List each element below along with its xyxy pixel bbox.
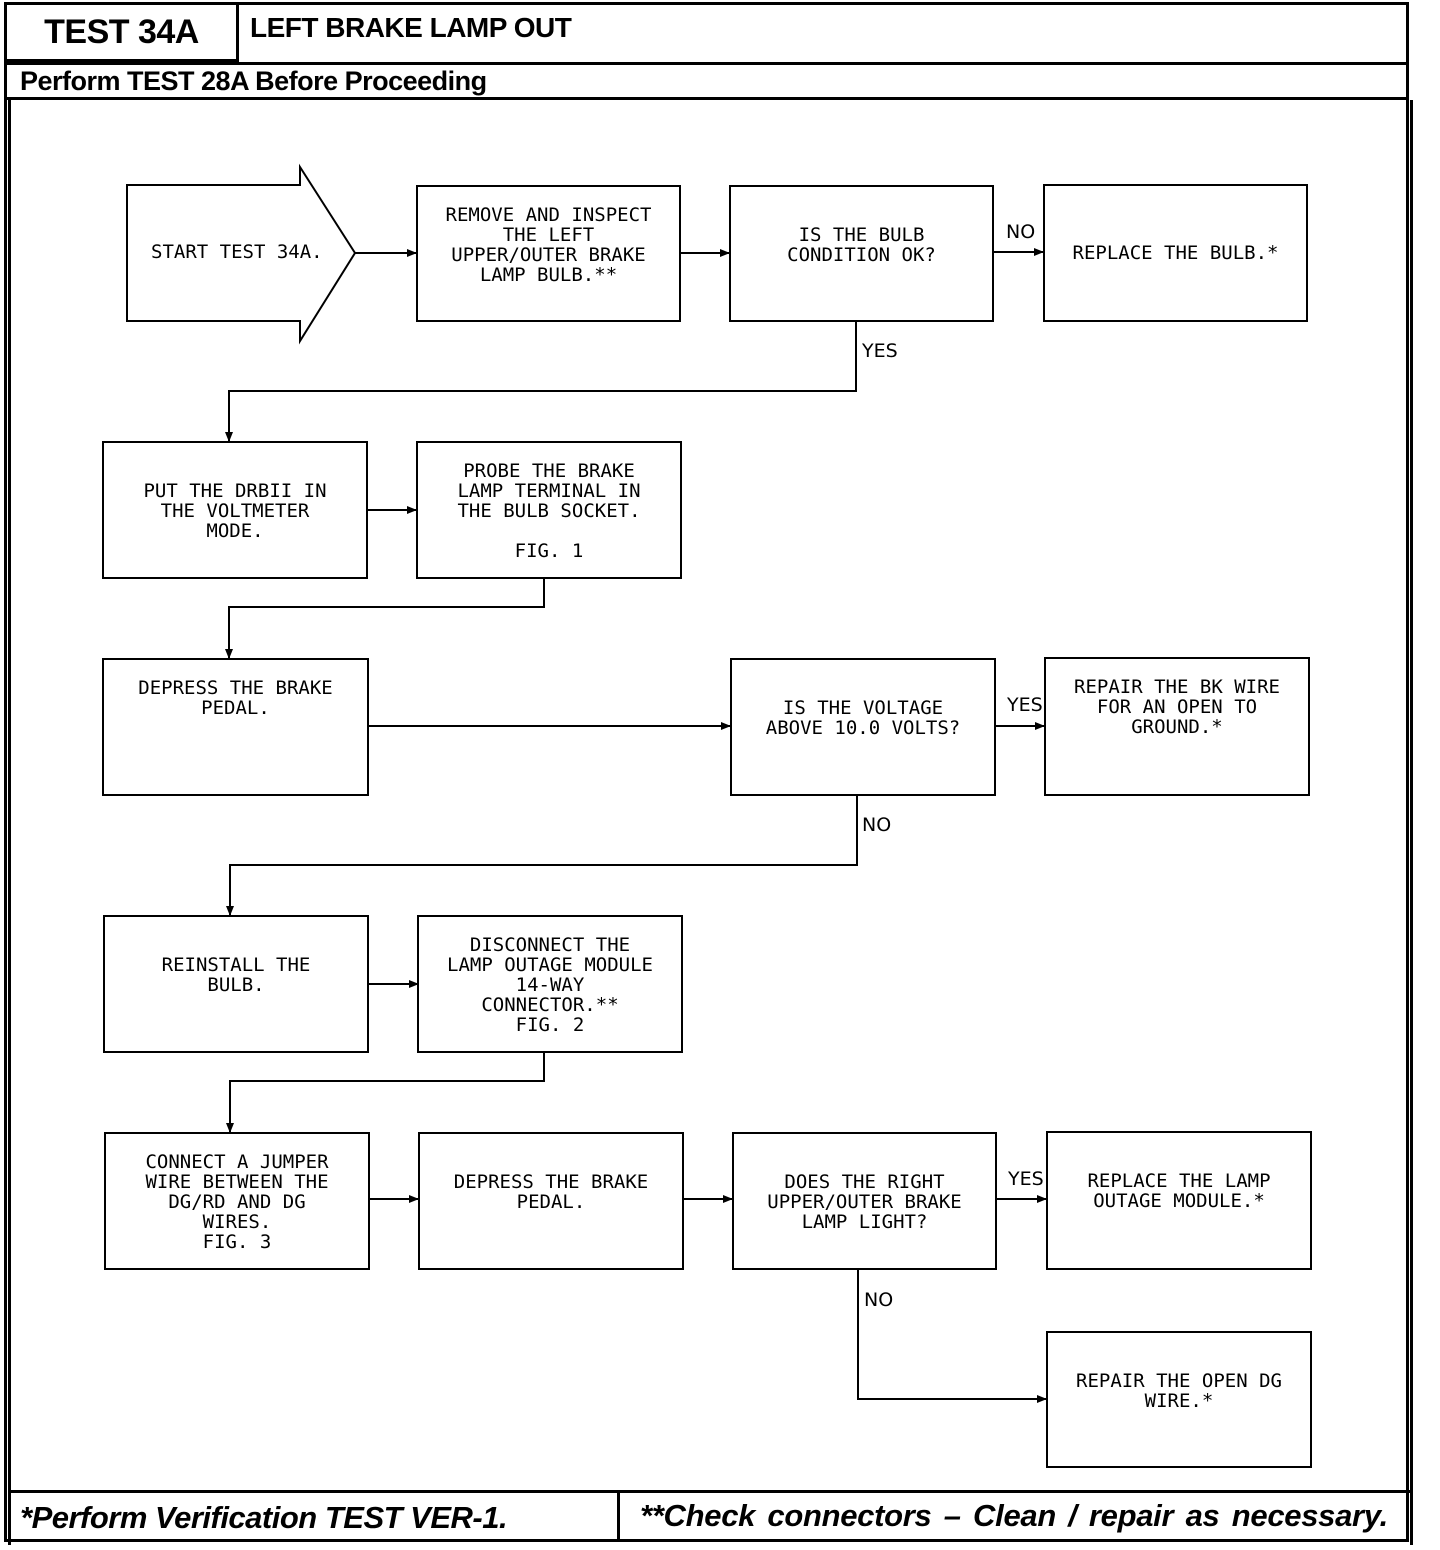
decision-right-lamp: DOES THE RIGHT UPPER/OUTER BRAKE LAMP LI… <box>732 1132 997 1270</box>
step-reinstall-bulb: REINSTALL THE BULB. <box>103 915 369 1053</box>
step-repair-bk-wire: REPAIR THE BK WIRE FOR AN OPEN TO GROUND… <box>1044 657 1310 796</box>
test-id: TEST 34A <box>4 2 239 62</box>
header-divider <box>4 62 1409 65</box>
decision-voltage: IS THE VOLTAGE ABOVE 10.0 VOLTS? <box>730 658 996 796</box>
start-arrow-shape <box>126 163 357 345</box>
branch-label-no: NO <box>864 1289 894 1311</box>
connector-note: **Check connectors – Clean / repair as n… <box>640 1498 1388 1533</box>
verification-note: *Perform Verification TEST VER-1. <box>20 1500 508 1535</box>
branch-label-yes: YES <box>862 340 898 362</box>
footer-divider <box>8 1490 1413 1493</box>
connector <box>226 1053 545 1133</box>
page-title: LEFT BRAKE LAMP OUT <box>250 12 572 43</box>
step-remove-inspect-bulb: REMOVE AND INSPECT THE LEFT UPPER/OUTER … <box>416 185 681 322</box>
connector <box>857 1270 1047 1403</box>
step-disconnect-module: DISCONNECT THE LAMP OUTAGE MODULE 14-WAY… <box>417 915 683 1053</box>
connector <box>226 796 858 916</box>
start-step: START TEST 34A. <box>151 241 323 263</box>
step-replace-bulb: REPLACE THE BULB.* <box>1043 184 1308 322</box>
step-connect-jumper: CONNECT A JUMPER WIRE BETWEEN THE DG/RD … <box>104 1132 370 1270</box>
flowchart-area <box>8 100 1413 1545</box>
connector <box>225 322 857 442</box>
step-depress-pedal-2: DEPRESS THE BRAKE PEDAL. <box>418 1132 684 1270</box>
decision-bulb-ok: IS THE BULB CONDITION OK? <box>729 185 994 322</box>
step-probe-terminal: PROBE THE BRAKE LAMP TERMINAL IN THE BUL… <box>416 441 682 579</box>
page-frame <box>4 2 1409 1542</box>
step-depress-pedal-1: DEPRESS THE BRAKE PEDAL. <box>102 658 369 796</box>
branch-label-no: NO <box>1006 221 1036 243</box>
step-drbii-voltmeter: PUT THE DRBII IN THE VOLTMETER MODE. <box>102 441 368 579</box>
connector <box>225 579 545 659</box>
step-replace-module: REPLACE THE LAMP OUTAGE MODULE.* <box>1046 1131 1312 1270</box>
header-divider-2 <box>4 97 1409 100</box>
branch-label-no: NO <box>862 814 892 836</box>
branch-label-yes: YES <box>1008 1168 1044 1190</box>
footer-separator <box>617 1490 620 1542</box>
prerequisite-note: Perform TEST 28A Before Proceeding <box>20 66 487 96</box>
step-repair-dg-wire: REPAIR THE OPEN DG WIRE.* <box>1046 1331 1312 1468</box>
branch-label-yes: YES <box>1007 694 1043 716</box>
